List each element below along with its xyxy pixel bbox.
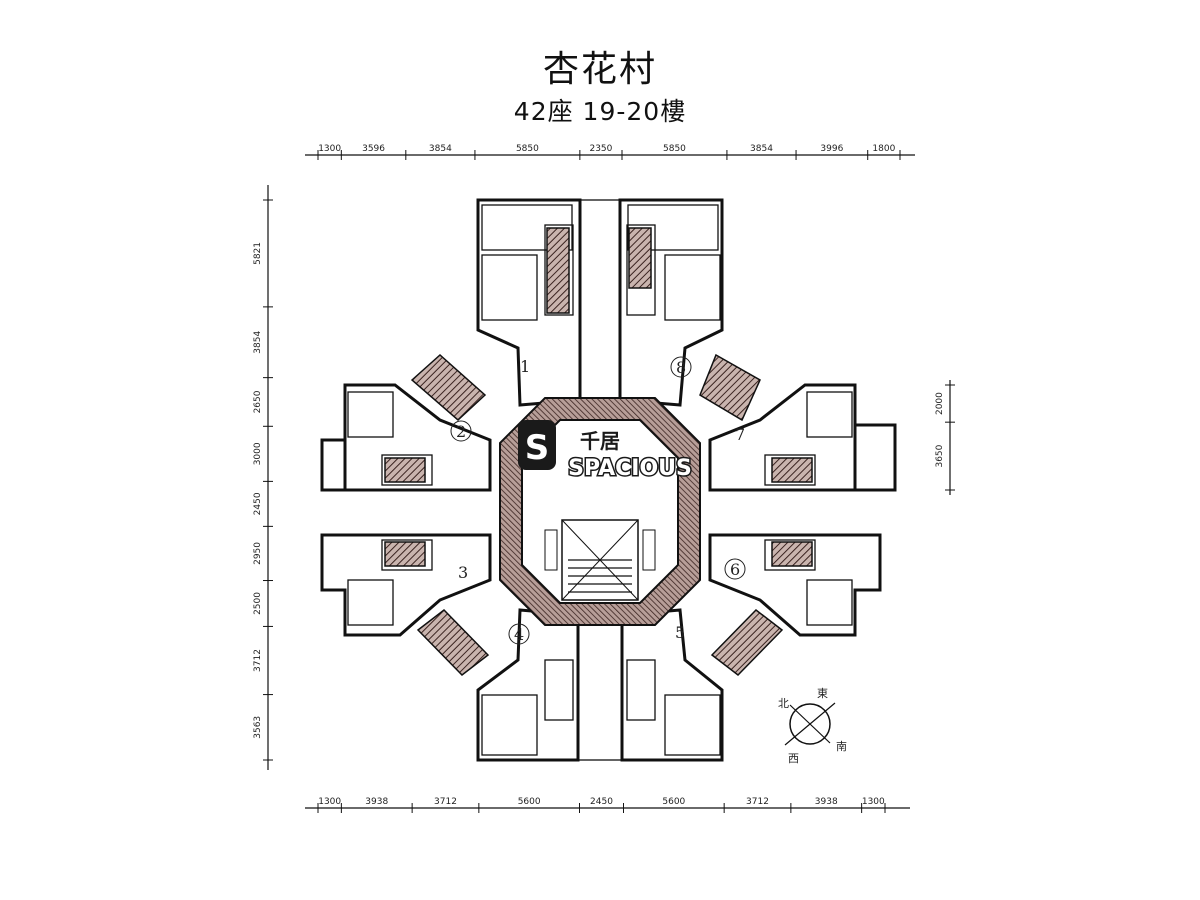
compass-east: 東 (817, 687, 828, 700)
dimension-left: 5821 3854 2650 3000 2450 2950 2500 3712 3563 (253, 185, 273, 770)
page-title: 杏花村 (542, 49, 657, 90)
compass-west: 西 (788, 752, 799, 765)
dimension-label: 3854 (253, 331, 263, 354)
dimension-label: 3712 (746, 797, 769, 807)
dimension-label: 3712 (434, 797, 457, 807)
logo-cn: 千居 (580, 429, 620, 453)
dimension-label: 2450 (590, 797, 613, 807)
dimension-label: 3854 (429, 144, 452, 154)
dimension-label: 3854 (750, 144, 773, 154)
dimension-label: 3996 (820, 144, 843, 154)
diagonal-corridors (410, 353, 784, 677)
dimension-label: 3712 (253, 649, 263, 672)
dimension-label: 2950 (253, 542, 263, 565)
dimension-label: 1300 (862, 797, 885, 807)
dimension-label: 2650 (253, 390, 263, 413)
dimension-label: 2500 (253, 592, 263, 615)
logo-en: SPACIOUS (568, 456, 692, 481)
compass-south: 南 (836, 740, 847, 753)
compass-icon: 北 東 南 西 (778, 687, 847, 765)
dimension-label: 5850 (516, 144, 539, 154)
page-subtitle: 42座 19-20樓 (513, 97, 687, 126)
unit-label: 6 (730, 560, 740, 579)
dimension-label: 3596 (362, 144, 385, 154)
dimension-bottom: 1300 3938 3712 5600 2450 5600 3712 3938 1300 (305, 797, 910, 813)
unit-label: 4 (514, 625, 524, 644)
dimension-label: 3938 (365, 797, 388, 807)
unit-label: 7 (735, 425, 745, 444)
unit-label: 2 (456, 422, 466, 441)
dimension-label: 5600 (518, 797, 541, 807)
dimension-label: 5821 (253, 242, 263, 265)
dimension-label: 1300 (318, 144, 341, 154)
dimension-label: 1300 (318, 797, 341, 807)
dimension-label: 3650 (935, 444, 945, 467)
dimension-right: 2000 3650 (935, 380, 955, 495)
kitchen-fixtures (384, 227, 813, 567)
unit-label: 5 (675, 623, 685, 642)
dimension-label: 1800 (872, 144, 895, 154)
unit-label: 1 (520, 357, 530, 376)
dimension-label: 3938 (815, 797, 838, 807)
unit-label: 8 (676, 358, 686, 377)
dimension-label: 5850 (663, 144, 686, 154)
dimension-label: 3000 (253, 442, 263, 465)
dimension-label: 2450 (253, 492, 263, 515)
dimension-label: 2350 (589, 144, 612, 154)
unit-label: 3 (458, 563, 468, 582)
dimension-label: 3563 (253, 716, 263, 739)
watermark-logo: S 千居 SPACIOUS (518, 420, 693, 483)
compass-north: 北 (778, 697, 789, 710)
dimension-label: 5600 (662, 797, 685, 807)
logo-mark: S (525, 428, 550, 468)
interior-partitions (347, 204, 853, 756)
dimension-label: 2000 (935, 392, 945, 415)
dimension-top: 1300 3596 3854 5850 2350 5850 3854 3996 1800 (305, 144, 915, 160)
unit-labels: 1 2 3 4 5 6 7 8 (450, 356, 746, 645)
